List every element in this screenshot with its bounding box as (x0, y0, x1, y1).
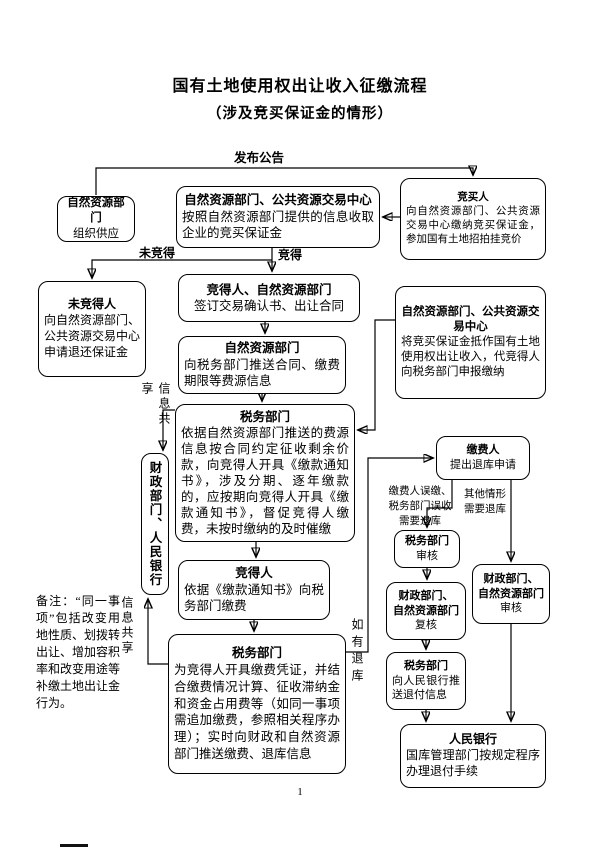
connector-mistake-branch (427, 480, 453, 526)
box-winner-pay-title: 竞得人 (235, 566, 273, 581)
label-payer-mistake: 缴费人误缴、 税务部门误收 需要退库 (388, 486, 452, 528)
box-collect-deposit-body: 按照自然资源部门提供的信息收取企业的竞买保证金 (182, 209, 374, 241)
box-tax-review-title: 税务部门 (405, 535, 449, 548)
box-tax-voucher-body: 为竞得人开具缴费凭证，并结合缴费情况计算、征收滞纳金和资金占用费等（如同一事项需… (174, 662, 340, 762)
box-tax-push-refund-title: 税务部门 (404, 660, 448, 673)
label-other-case: 其他情形 需要退库 (464, 489, 506, 516)
connector-publish-notice (95, 168, 473, 195)
box-sign-contract: 竞得人、自然资源部门 签订交易确认书、出让合同 (178, 274, 360, 322)
connector-offset-to-tax (359, 319, 395, 430)
box-tax-voucher-title: 税务部门 (231, 645, 282, 660)
box-deposit-offset-title: 自然资源部门、公共资源交易中心 (401, 305, 540, 333)
label-info-share-top: 信息共享 (140, 382, 171, 427)
label-info-share-bottom: 信息共享 (120, 596, 134, 656)
box-bidder-title: 竞买人 (457, 192, 489, 204)
box-org-supply-body: 组织供应 (73, 227, 119, 240)
page-number: 1 (297, 786, 303, 798)
box-push-info-title: 自然资源部门 (224, 341, 300, 356)
box-pboc-body: 国库管理部门按规定程序办理退付手续 (406, 748, 540, 778)
connector-refund-request (346, 458, 432, 653)
box-tax-review: 税务部门 审核 (394, 530, 460, 568)
box-tax-collect-title: 税务部门 (239, 410, 290, 424)
box-collect-deposit: 自然资源部门、公共资源交易中心 按照自然资源部门提供的信息收取企业的竞买保证金 (176, 186, 380, 248)
box-tax-collect-body: 依据自然资源部门推送的费源信息按合同约定征收剩余价款，向竞得人开具《缴款通知书》… (181, 426, 349, 536)
box-tax-push-refund: 税务部门 向人民银行推送退付信息 (386, 652, 466, 710)
box-winner-pay: 竞得人 依据《缴款通知书》向税务部门缴费 (178, 560, 330, 620)
box-finance-review-body: 审核 (500, 602, 522, 615)
box-push-info: 自然资源部门 向税务部门推送合同、缴费期限等费源信息 (178, 336, 346, 394)
box-pboc: 人民银行 国库管理部门按规定程序办理退付手续 (400, 724, 546, 788)
box-not-winner-title: 未竞得人 (67, 297, 116, 312)
page-subtitle: （涉及竞买保证金的情形） (207, 106, 393, 122)
box-finance-recheck-body: 复核 (415, 619, 437, 632)
label-publish-notice: 发布公告 (234, 151, 285, 165)
connector-infoshare-top (163, 409, 175, 449)
box-finance-recheck: 财政部门、 自然资源部门 复核 (386, 582, 466, 640)
note: 备注：“同一事项”包括改变用地性质、划拨转出让、增加容积率和改变用途等补缴土地出… (36, 594, 121, 711)
box-sign-contract-title: 竞得人、自然资源部门 (206, 282, 332, 297)
box-collect-deposit-title: 自然资源部门、公共资源交易中心 (184, 193, 372, 208)
label-won: 竞得 (278, 248, 303, 262)
scan-artifact (60, 844, 88, 847)
box-finance-pboc: 财政部门、人民银行 (141, 453, 169, 595)
box-not-winner-body: 向自然资源部门、公共资源交易中心申请退还保证金 (44, 313, 141, 359)
box-deposit-offset: 自然资源部门、公共资源交易中心 将竞买保证金抵作国有土地使用权出让收入，代竞得人… (395, 286, 546, 399)
label-if-refund: 如有退库 (350, 618, 364, 686)
box-sign-contract-body: 签订交易确认书、出让合同 (193, 299, 344, 313)
box-tax-review-body: 审核 (416, 550, 438, 562)
box-payer-refund-body: 提出退库申请 (450, 459, 516, 471)
box-winner-pay-body: 依据《缴款通知书》向税务部门缴费 (184, 582, 324, 614)
box-finance-recheck-title: 财政部门、 自然资源部门 (393, 590, 459, 617)
box-pboc-title: 人民银行 (448, 732, 497, 747)
box-payer-refund: 缴费人 提出退库申请 (436, 436, 530, 480)
connector-notwon-branch (92, 259, 272, 277)
box-bidder-body: 向自然资源部门、公共资源交易中心缴纳竞买保证金，参加国有土地招拍挂竞价 (406, 206, 540, 245)
box-not-winner: 未竞得人 向自然资源部门、公共资源交易中心申请退还保证金 (38, 281, 146, 377)
box-deposit-offset-body: 将竞买保证金抵作国有土地使用权出让收入，代竞得人向税务部门申报缴纳 (401, 335, 540, 379)
box-finance-review: 财政部门、 自然资源部门 审核 (472, 564, 550, 624)
box-org-supply-title: 自然资源部门 (67, 197, 125, 225)
box-tax-collect: 税务部门 依据自然资源部门推送的费源信息按合同约定征收剩余价款，向竞得人开具《缴… (175, 404, 355, 542)
box-org-supply: 自然资源部门 组织供应 (57, 196, 135, 242)
page-title: 国有土地使用权出让收入征缴流程 (172, 78, 428, 95)
box-bidder: 竞买人 向自然资源部门、公共资源交易中心缴纳竞买保证金，参加国有土地招拍挂竞价 (400, 178, 546, 260)
box-tax-push-refund-body: 向人民银行推送退付信息 (392, 674, 460, 702)
box-tax-voucher: 税务部门 为竞得人开具缴费凭证，并结合缴费情况计算、征收滞纳金和资金占用费等（如… (168, 634, 346, 774)
connector-infoshare-bottom (148, 600, 168, 665)
box-push-info-body: 向税务部门推送合同、缴费期限等费源信息 (184, 357, 340, 389)
box-payer-refund-title: 缴费人 (466, 444, 500, 457)
box-finance-review-title: 财政部门、 自然资源部门 (478, 573, 544, 600)
label-not-won: 未竞得 (139, 246, 176, 260)
